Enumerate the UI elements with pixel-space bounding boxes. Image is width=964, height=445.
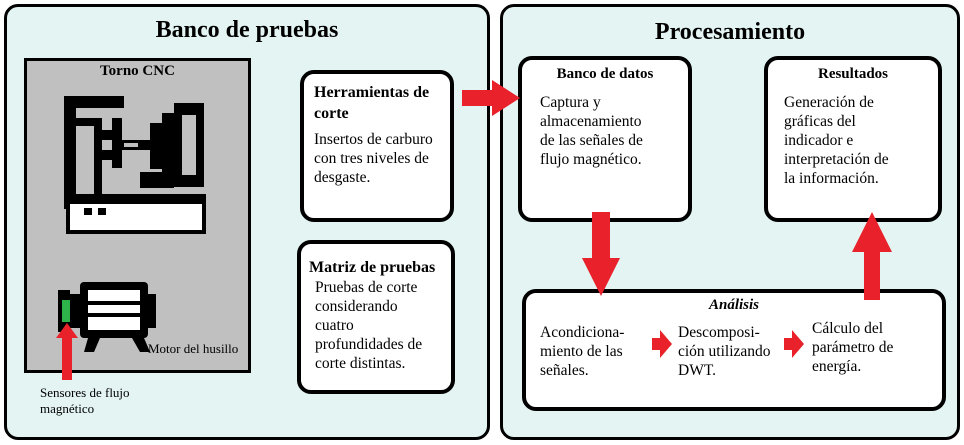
arrow-up-to-resultados-icon: [852, 212, 892, 300]
matriz-body-line: profundidades de: [315, 336, 423, 353]
resultados-box: Resultados Generación de gráficas del in…: [764, 56, 942, 222]
arrow-down-to-analisis-icon: [582, 212, 620, 296]
motor-label: Motor del husillo: [148, 341, 239, 356]
analisis-step3-line: energía.: [812, 358, 862, 375]
sensor-label: Sensores de flujo magnético: [40, 385, 130, 417]
banco-de-datos-body-line: almacenamiento: [540, 113, 642, 130]
analisis-title: Análisis: [708, 297, 760, 313]
matriz-title: Matriz de pruebas: [309, 259, 436, 276]
analisis-step3-line: parámetro de: [812, 339, 894, 356]
resultados-body-line: gráficas del: [784, 113, 856, 130]
matriz-de-pruebas-box: Matriz de pruebas Pruebas de corte consi…: [297, 240, 455, 394]
herramientas-title-line1: Herramientas de: [314, 84, 430, 101]
procesamiento-title: Procesamiento: [654, 19, 806, 45]
herramientas-de-corte-box: Herramientas de corte Insertos de carbur…: [300, 70, 454, 222]
banco-de-datos-body-line: de las señales de: [540, 132, 643, 149]
arrow-to-banco-datos-icon: [462, 80, 520, 116]
analisis-step2-line: Descomposi-: [678, 324, 760, 341]
resultados-title: Resultados: [817, 66, 888, 82]
resultados-body-line: la información.: [784, 170, 879, 187]
resultados-body-line: indicador e: [784, 132, 854, 149]
resultados-body: Generación de gráficas del indicador e i…: [784, 93, 934, 188]
analisis-step-calculo: Cálculo del parámetro de energía.: [812, 319, 893, 376]
herramientas-body-line: con tres niveles de: [314, 150, 429, 167]
analisis-step-acondicionamiento: Acondiciona- miento de las señales.: [540, 323, 624, 380]
sensor-label-line1: Sensores de flujo: [40, 385, 130, 400]
arrow-step2-to-step3-icon: [784, 330, 804, 358]
banco-de-datos-body-line: flujo magnético.: [540, 151, 642, 168]
sensor-label-line2: magnético: [40, 401, 95, 416]
torno-cnc-title: Torno CNC: [100, 63, 175, 79]
arrow-step1-to-step2-icon: [652, 330, 672, 358]
analisis-step2-line: ción utilizando: [678, 343, 771, 360]
banco-de-datos-body-line: Captura y: [540, 94, 601, 111]
matriz-body-line: considerando: [315, 298, 398, 315]
herramientas-title-line2: corte: [314, 105, 349, 122]
analisis-box: Análisis Acondiciona- miento de las seña…: [522, 289, 946, 411]
resultados-body-line: interpretación de: [784, 151, 889, 168]
analisis-step1-line: miento de las: [540, 343, 623, 360]
banco-de-pruebas-title: Banco de pruebas: [155, 17, 339, 43]
matriz-body-line: cuatro: [315, 317, 354, 334]
analisis-step3-line: Cálculo del: [812, 320, 884, 337]
resultados-body-line: Generación de: [784, 94, 874, 111]
analisis-step1-line: Acondiciona-: [540, 324, 625, 341]
matriz-body-line: Pruebas de corte: [315, 279, 418, 296]
matriz-body: Pruebas de corte considerando cuatro pro…: [315, 278, 449, 373]
banco-de-datos-title: Banco de datos: [556, 66, 654, 82]
analisis-step-descomposicion: Descomposi- ción utilizando DWT.: [678, 323, 771, 380]
analisis-step2-line: DWT.: [678, 362, 717, 379]
herramientas-body-line: desgaste.: [314, 169, 371, 186]
matriz-body-line: corte distintas.: [315, 355, 406, 372]
herramientas-body-line: Insertos de carburo: [314, 131, 433, 148]
herramientas-body: Insertos de carburo con tres niveles de …: [314, 130, 446, 187]
analisis-step1-line: señales.: [540, 362, 589, 379]
banco-de-datos-body: Captura y almacenamiento de las señales …: [540, 93, 684, 169]
